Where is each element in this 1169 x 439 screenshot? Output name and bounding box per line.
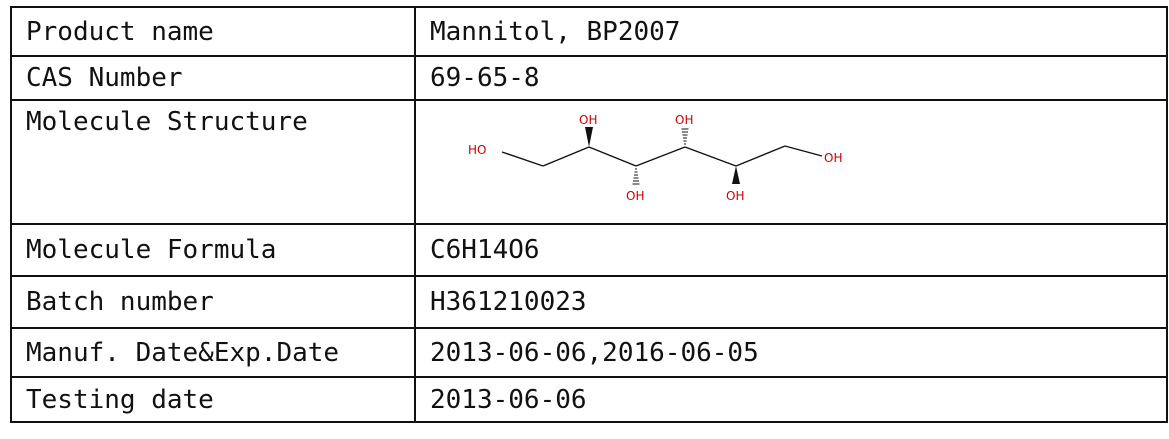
molecule-structure-label: Molecule Structure xyxy=(10,99,416,225)
cas-number-value: 69-65-8 xyxy=(414,55,1168,101)
product-name-value: Mannitol, BP2007 xyxy=(414,6,1168,57)
molecule-formula-value: C6H14O6 xyxy=(414,223,1168,277)
testing-date-label: Testing date xyxy=(10,376,416,423)
wedge-bond xyxy=(585,127,593,147)
mannitol-structure-diagram: HO OH OH OH OH OH xyxy=(468,113,842,203)
bond xyxy=(684,146,737,167)
skeleton-bonds xyxy=(501,145,823,167)
cas-number-label: CAS Number xyxy=(10,55,416,101)
molecule-formula-label: Molecule Formula xyxy=(10,223,416,277)
bond xyxy=(635,146,686,167)
table-row: Product name Mannitol, BP2007 xyxy=(10,6,1168,57)
table-row: CAS Number 69-65-8 xyxy=(10,55,1168,101)
table-row: Batch number H361210023 xyxy=(10,275,1168,329)
product-spec-table: Product name Mannitol, BP2007 CAS Number… xyxy=(10,6,1168,423)
bond xyxy=(588,146,637,167)
atom-label-oh: OH xyxy=(626,189,644,203)
batch-number-value: H361210023 xyxy=(414,275,1168,329)
bond xyxy=(501,151,544,167)
batch-number-label: Batch number xyxy=(10,275,416,329)
hashed-bond xyxy=(632,168,640,185)
atom-label-oh: OH xyxy=(824,151,842,165)
product-name-label: Product name xyxy=(10,6,416,57)
atom-label-oh: OH xyxy=(675,113,693,127)
atom-label-oh: OH xyxy=(726,189,744,203)
bond xyxy=(784,145,823,157)
bond xyxy=(735,145,786,167)
hashed-bond xyxy=(681,128,689,145)
manuf-exp-date-value: 2013-06-06,2016-06-05 xyxy=(414,327,1168,378)
molecule-structure-cell: HO OH OH OH OH OH xyxy=(414,99,1168,225)
atom-label-ho: HO xyxy=(468,143,486,157)
atom-label-oh: OH xyxy=(579,113,597,127)
table-row: Molecule Structure xyxy=(10,99,1168,225)
table-row: Molecule Formula C6H14O6 xyxy=(10,223,1168,277)
testing-date-value: 2013-06-06 xyxy=(414,376,1168,423)
table-row: Testing date 2013-06-06 xyxy=(10,376,1168,423)
manuf-exp-date-label: Manuf. Date&Exp.Date xyxy=(10,327,416,378)
wedge-bond xyxy=(732,166,740,184)
table-row: Manuf. Date&Exp.Date 2013-06-06,2016-06-… xyxy=(10,327,1168,378)
bond xyxy=(542,146,590,167)
